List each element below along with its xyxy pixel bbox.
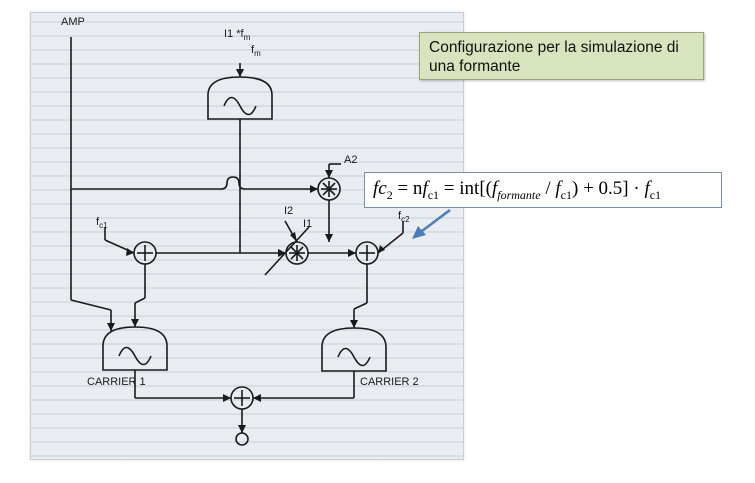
label-top-frequency: I1 *fm xyxy=(224,28,251,42)
scanned-diagram: AMP I1 *fm fm A2 I2 I1 fc1 fc2 CARRIER 1… xyxy=(30,12,464,460)
label-carrier-2: CARRIER 2 xyxy=(360,376,419,388)
annotation-note: Configurazione per la simulazione di una… xyxy=(419,32,704,80)
label-i2: I2 xyxy=(284,205,293,217)
label-i1: I1 xyxy=(303,218,312,230)
oscillator-carrier-2-wave xyxy=(337,347,371,367)
annotation-note-text: Configurazione per la simulazione di una… xyxy=(429,39,679,75)
label-fm: fm xyxy=(251,44,261,58)
oscillator-modulator-wave xyxy=(223,96,257,116)
label-amp: AMP xyxy=(61,16,85,28)
formula-text: fc2 = nfc1 = int[(fformante / fc1) + 0.5… xyxy=(373,178,662,202)
background-text-texture xyxy=(31,13,463,459)
label-fc1: fc1 xyxy=(96,216,108,230)
annotation-arrow-icon xyxy=(412,209,451,239)
formula-box: fc2 = nfc1 = int[(fformante / fc1) + 0.5… xyxy=(364,172,722,208)
oscillator-modulator xyxy=(207,76,273,120)
oscillator-carrier-1 xyxy=(102,326,168,371)
oscillator-carrier-1-wave xyxy=(118,346,152,366)
fm-block-diagram: AMP I1 *fm fm A2 I2 I1 fc1 fc2 CARRIER 1… xyxy=(61,16,419,446)
output-node xyxy=(235,432,249,446)
label-fc2: fc2 xyxy=(398,210,410,224)
oscillator-carrier-2 xyxy=(321,327,387,372)
label-carrier-1: CARRIER 1 xyxy=(87,376,146,388)
label-a2: A2 xyxy=(344,154,357,166)
